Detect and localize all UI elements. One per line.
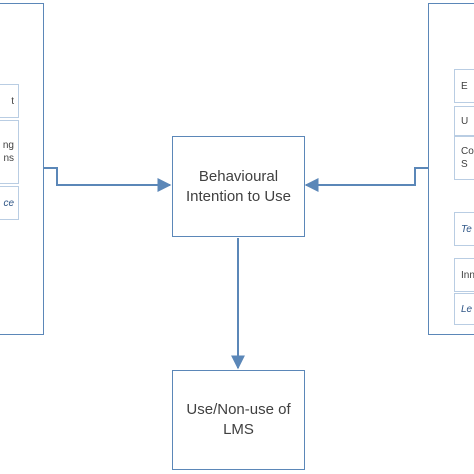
right-construct-item-6: Le [454,293,474,325]
right-construct-item-2: U [454,106,474,136]
behavioural-intention-box: Behavioural Intention to Use [172,136,305,237]
behavioural-intention-label: Behavioural Intention to Use [185,167,292,205]
left-construct-item-label: ce [3,197,14,209]
left-construct-item-3: ce [0,186,19,220]
use-non-use-label: Use/Non-use of LMS [186,401,291,438]
left-construct-item-2: ng ns [0,120,19,184]
left-construct-item-1: t [0,84,19,118]
right-construct-item-1: E [454,69,474,103]
right-construct-item-label: U [461,115,469,127]
right-construct-item-label: E [461,80,468,92]
right-construct-item-5: Inn [454,258,474,292]
arrow-left-panel-to-intention [44,167,172,192]
right-construct-item-label: Le [461,303,473,315]
right-construct-item-label: Co S [461,146,474,170]
left-construct-item-label: ng ns [2,140,14,164]
use-non-use-box: Use/Non-use of LMS [172,370,305,470]
right-construct-item-label: Te [461,223,472,235]
right-construct-item-3: Co S [454,136,474,180]
arrow-right-panel-to-intention [304,167,428,192]
left-construct-item-label: t [11,95,14,107]
right-construct-item-4: Te [454,212,474,246]
right-construct-item-label: Inn [461,269,474,281]
